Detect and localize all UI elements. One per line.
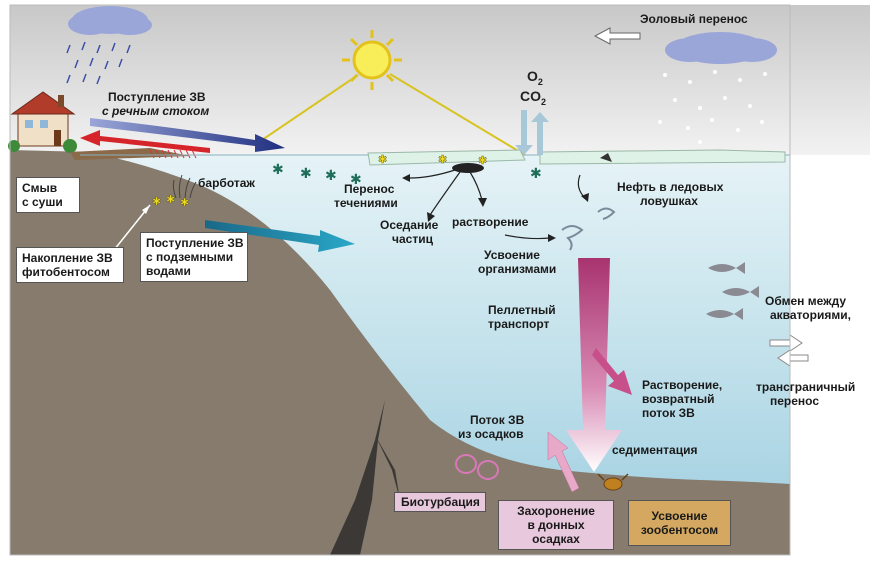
fish-icon bbox=[706, 262, 759, 320]
gas-down-arrow bbox=[515, 110, 533, 155]
phyto-label-1: Накопление ЗВ bbox=[22, 251, 113, 265]
transboundary-label-2: перенос bbox=[770, 394, 820, 408]
exchange-label-1: Обмен между bbox=[765, 294, 847, 308]
redissolution-label-1: Растворение, bbox=[642, 378, 723, 392]
gas-up-arrow bbox=[531, 112, 549, 155]
washout-label-1: Смыв bbox=[22, 181, 58, 195]
sediment-flux-arrow bbox=[547, 431, 580, 493]
current-transport-label-1: Перенос bbox=[344, 182, 395, 196]
oil-ice-label-2: ловушках bbox=[640, 194, 698, 208]
pellet-transport-arrow bbox=[566, 258, 622, 472]
oil-ice-label-1: Нефть в ледовых bbox=[617, 180, 724, 194]
surface-particles: ✱ ✱ ✱ ✱ ✱ bbox=[272, 162, 542, 188]
phyto-pointer-head bbox=[142, 205, 150, 214]
eolian-label: Эоловый перенос bbox=[640, 12, 748, 26]
snow-cloud-icon bbox=[658, 32, 777, 144]
ground-label-1: Поступление ЗВ bbox=[146, 236, 244, 250]
crab-icon bbox=[597, 473, 629, 491]
seabed-fault bbox=[330, 400, 385, 555]
uptake-label-1: Усвоение bbox=[484, 248, 540, 262]
svg-text:✱: ✱ bbox=[478, 154, 487, 167]
sediment-flux-label-2: из осадков bbox=[458, 427, 524, 441]
burial-label-2: в донных bbox=[527, 518, 585, 532]
redissolution-arrow bbox=[592, 348, 632, 395]
zoobenthos-box: Усвоение зообентосом bbox=[628, 500, 731, 546]
eolian-arrow bbox=[593, 27, 641, 45]
settling-label-2: частиц bbox=[392, 232, 433, 246]
groundwater-arrow bbox=[205, 220, 355, 252]
washout-label-2: с суши bbox=[22, 195, 63, 209]
river-input-label-1: Поступление ЗВ bbox=[108, 90, 206, 104]
redissolution-label-2: возвратный bbox=[642, 392, 715, 406]
frame bbox=[9, 4, 791, 556]
svg-text:✱: ✱ bbox=[350, 172, 362, 188]
svg-text:✱: ✱ bbox=[272, 162, 284, 178]
pellet-label-1: Пеллетный bbox=[488, 303, 556, 317]
red-hatching bbox=[149, 149, 197, 159]
co2-label: CO2 bbox=[520, 88, 547, 107]
burial-label-1: Захоронение bbox=[517, 504, 595, 518]
uptake-label-2: организмами bbox=[478, 262, 557, 276]
svg-text:✱: ✱ bbox=[325, 168, 337, 184]
phyto-box: Накопление ЗВ фитобентосом bbox=[16, 247, 124, 283]
svg-text:✱: ✱ bbox=[166, 193, 175, 206]
zoobenthos-label-2: зообентосом bbox=[640, 523, 719, 537]
pellet-label-2: транспорт bbox=[488, 317, 550, 331]
process-arrowheads bbox=[402, 174, 589, 242]
redissolution-label-3: поток ЗВ bbox=[642, 406, 695, 420]
phyto-pointer bbox=[109, 204, 151, 256]
svg-text:✱: ✱ bbox=[438, 153, 447, 166]
zoobenthos-label-1: Усвоение bbox=[651, 509, 708, 523]
svg-text:✱: ✱ bbox=[152, 195, 161, 208]
svg-text:✱: ✱ bbox=[530, 166, 542, 182]
burial-box: Захоронение в донных осадках bbox=[498, 500, 614, 550]
rain-cloud-icon bbox=[66, 6, 152, 85]
runoff-arrow bbox=[80, 130, 210, 153]
burial-label-3: осадках bbox=[532, 532, 580, 546]
svg-text:✱: ✱ bbox=[180, 196, 189, 209]
bioturbation-loops bbox=[455, 454, 499, 480]
transboundary-label-1: трансграничный bbox=[756, 380, 856, 394]
house-icon bbox=[8, 91, 77, 153]
organism-icon bbox=[561, 207, 616, 251]
ice-floes bbox=[367, 149, 786, 173]
river-input-arrow bbox=[90, 118, 285, 152]
barbotage-label: барботаж bbox=[198, 176, 255, 190]
o2-label: O2 bbox=[527, 68, 543, 87]
dissolution-label: растворение bbox=[452, 215, 529, 229]
groundwater-box: Поступление ЗВ с подземными водами bbox=[140, 232, 248, 282]
sediment-flux-label-1: Поток ЗВ bbox=[470, 413, 525, 427]
sun-icon bbox=[261, 30, 526, 156]
phyto-label-2: фитобентосом bbox=[22, 265, 110, 279]
ground-label-3: водами bbox=[146, 264, 191, 278]
svg-text:✱: ✱ bbox=[300, 166, 312, 182]
ground-label-2: с подземными bbox=[146, 250, 234, 264]
washout-box: Смыв с суши bbox=[16, 177, 80, 213]
barbotage-plant bbox=[172, 174, 197, 199]
river-input-label-2: с речным стоком bbox=[102, 104, 210, 118]
bioturbation-box: Биотурбация bbox=[394, 492, 486, 512]
current-transport-label-2: течениями bbox=[334, 196, 398, 210]
sedimentation-label: седиментация bbox=[612, 443, 698, 457]
exchange-label-2: акваториями, bbox=[770, 308, 851, 322]
settling-label-1: Оседание bbox=[380, 218, 439, 232]
yellow-stars: ✱ ✱ ✱ ✱ ✱ ✱ bbox=[152, 153, 488, 210]
svg-text:✱: ✱ bbox=[378, 153, 387, 166]
